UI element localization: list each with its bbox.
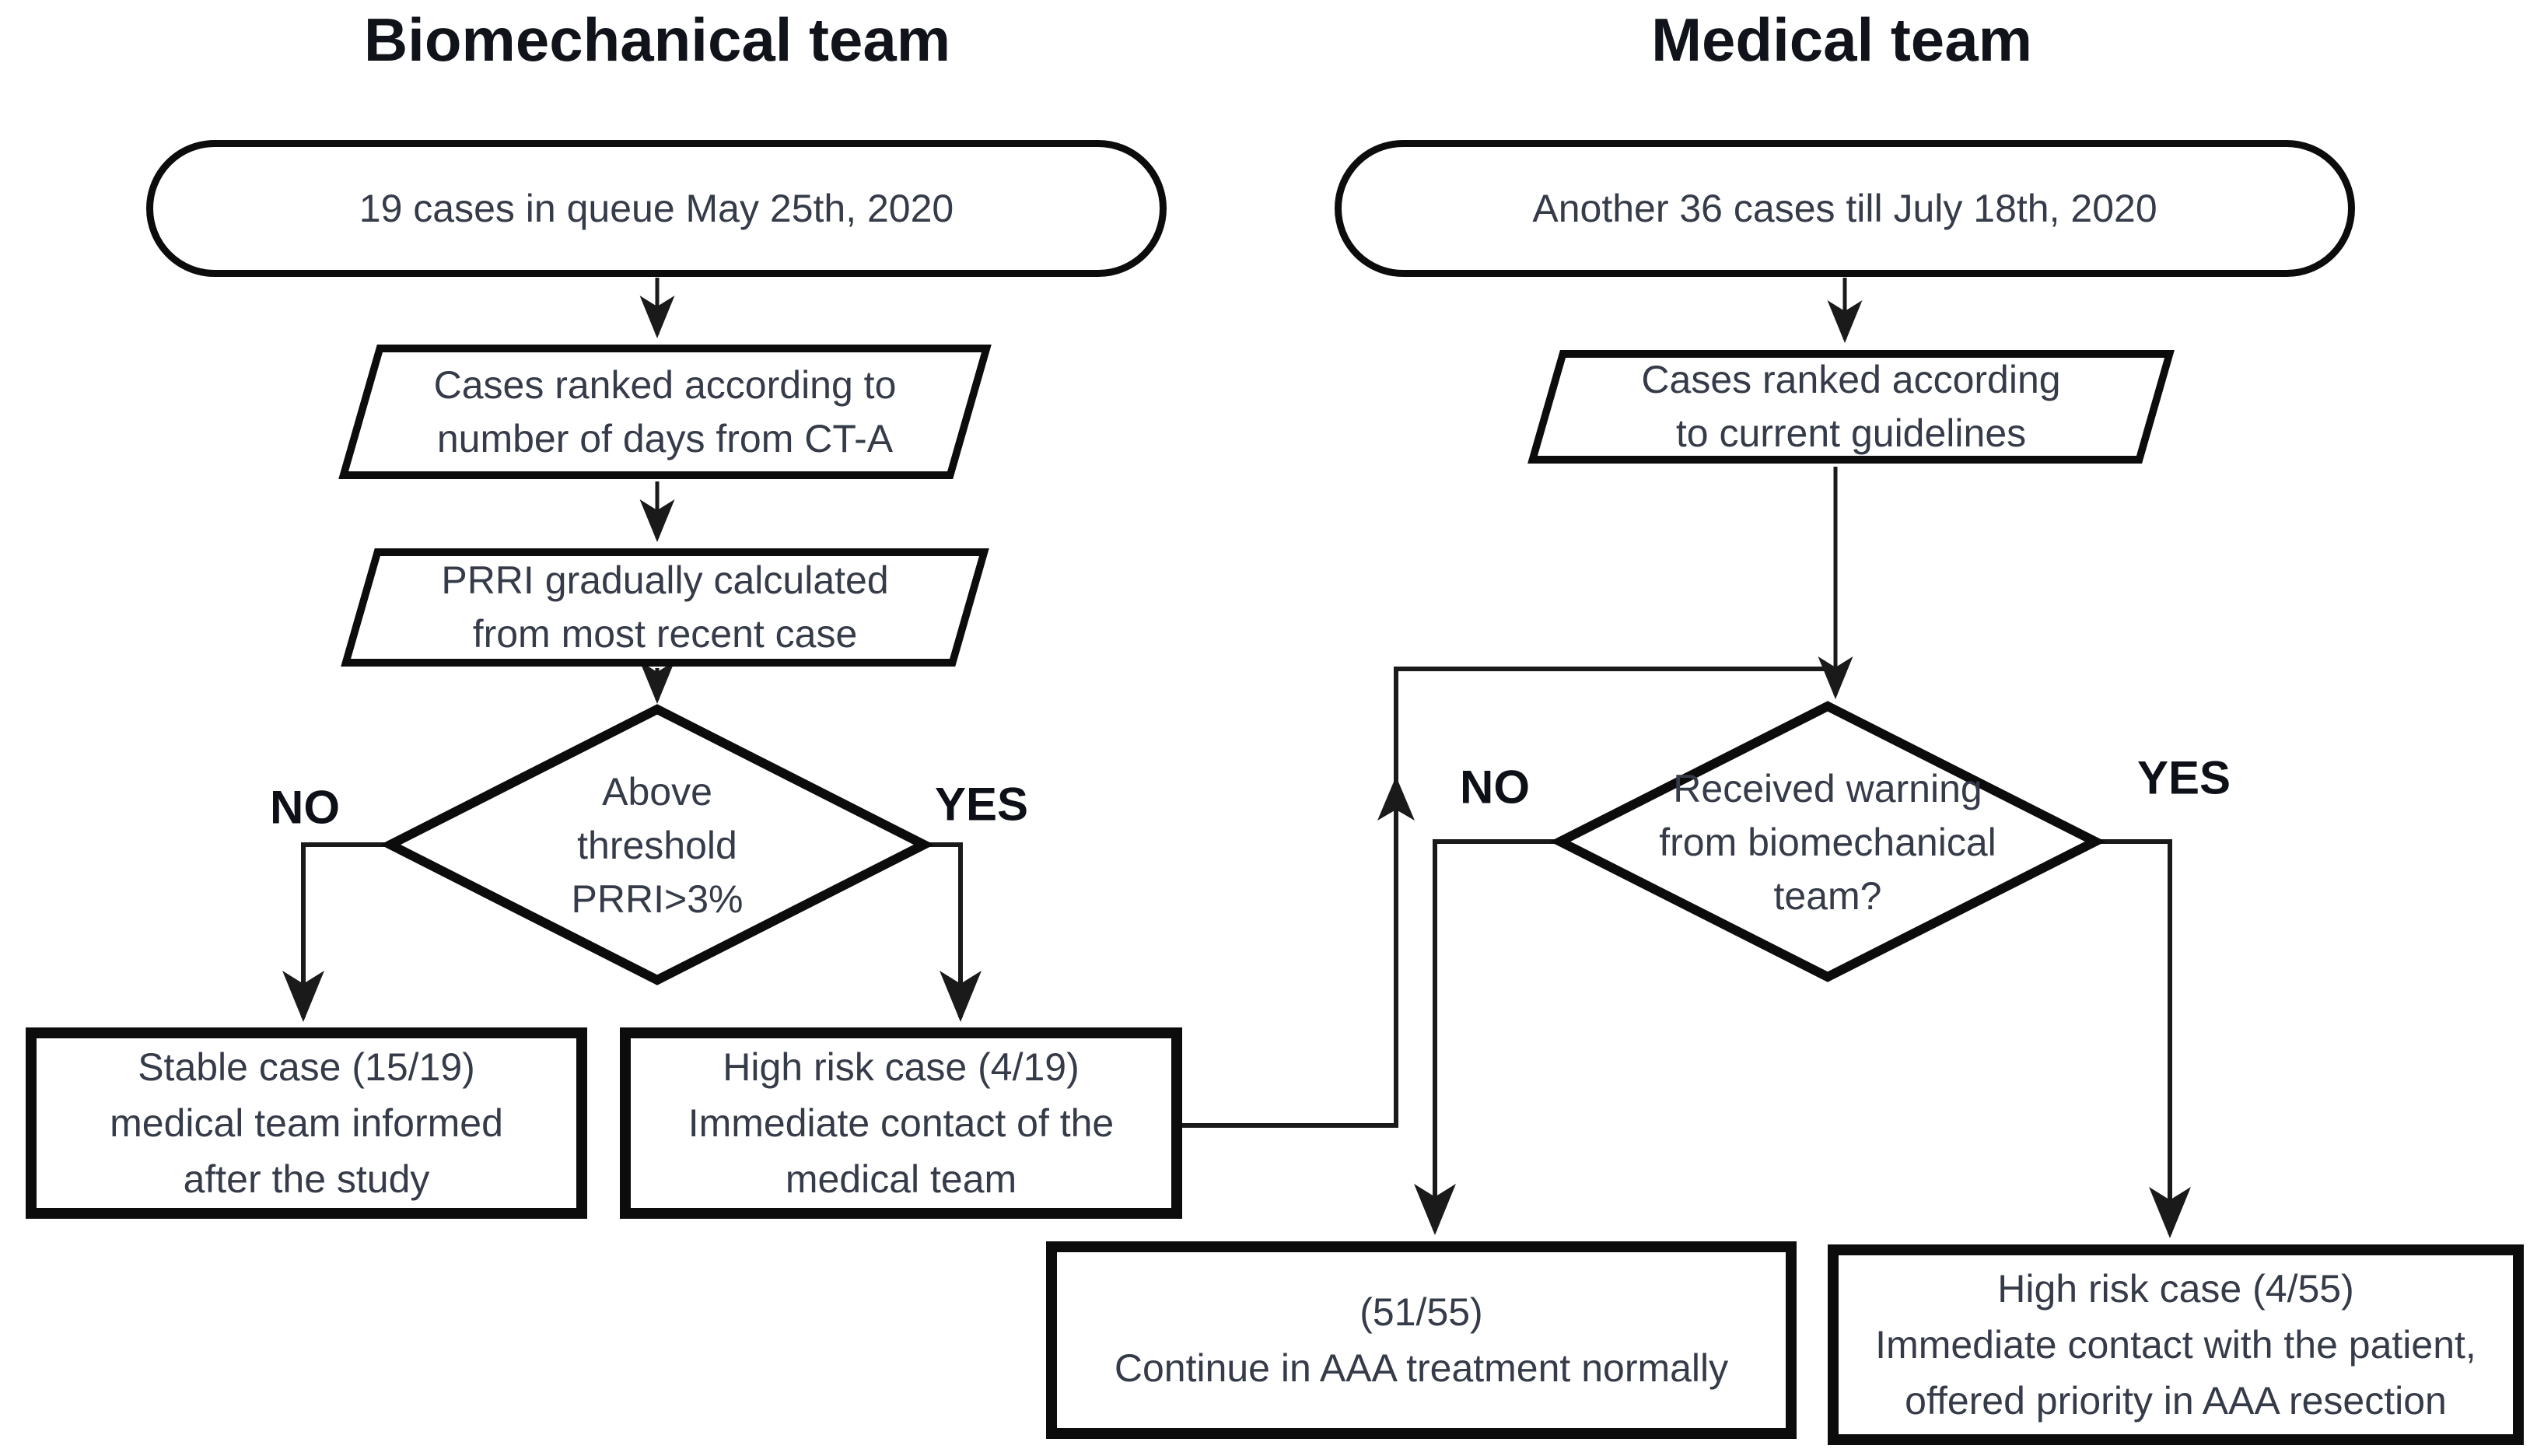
threshold-decision-text: Above threshold PRRI>3% [455, 765, 859, 926]
rank-parallelogram-biomech: Cases ranked according to number of days… [338, 345, 992, 479]
high-risk-55-box: High risk case (4/55) Immediate contact … [1828, 1244, 2524, 1445]
guidelines-parallelogram: Cases ranked according to current guidel… [1527, 350, 2175, 464]
prri-parallelogram: PRRI gradually calculated from most rece… [341, 548, 989, 667]
yes-branch-right [2092, 839, 2191, 1238]
warning-decision-diamond [1549, 701, 2106, 982]
stable-case-box: Stable case (15/19) medical team informe… [26, 1027, 587, 1219]
continue-treatment-box: (51/55) Continue in AAA treatment normal… [1046, 1241, 1797, 1439]
rank-biomech-line1: Cases ranked according to [433, 362, 897, 407]
stable-line3: after the study [183, 1157, 430, 1201]
highrisk19-line2: Immediate contact of the [688, 1101, 1115, 1145]
rank-biomech-line2: number of days from CT-A [436, 416, 894, 460]
biomech-team-title: Biomechanical team [363, 5, 951, 74]
yes-label-medical: YES [2136, 751, 2231, 804]
threshold-line1: Above [602, 770, 712, 814]
threshold-decision-diamond [380, 704, 935, 985]
highrisk55-line1: High risk case (4/55) [1997, 1267, 2354, 1311]
stable-line1: Stable case (15/19) [138, 1045, 475, 1089]
threshold-line2: threshold [577, 824, 737, 867]
warning-line1: Received warning [1673, 767, 1982, 810]
highrisk19-line3: medical team [785, 1157, 1017, 1201]
start-ellipse-biomech-text: 19 cases in queue May 25th, 2020 [359, 186, 954, 230]
prri-line1: PRRI gradually calculated [441, 558, 889, 602]
highrisk55-line2: Immediate contact with the patient, [1875, 1323, 2476, 1367]
no-label-medical: NO [1460, 761, 1530, 814]
warning-line2: from biomechanical [1659, 821, 1996, 864]
yes-label-biomech: YES [934, 778, 1029, 831]
no-branch-left [282, 842, 385, 1022]
continue-line1: (51/55) [1359, 1290, 1483, 1334]
feedback-highrisk-to-medical [1182, 667, 1834, 1128]
threshold-line3: PRRI>3% [571, 877, 744, 921]
warning-line3: team? [1773, 874, 1882, 918]
medical-team-title: Medical team [1651, 5, 2032, 74]
warning-decision-text: Received warning from biomechanical team… [1625, 762, 2030, 923]
continue-line2: Continue in AAA treatment normally [1114, 1346, 1729, 1390]
highrisk19-line1: High risk case (4/19) [723, 1045, 1080, 1089]
guidelines-line1: Cases ranked according [1641, 358, 2061, 401]
no-label-biomech: NO [270, 781, 340, 834]
stable-line2: medical team informed [110, 1101, 503, 1145]
highrisk55-line3: offered priority in AAA resection [1905, 1379, 2447, 1423]
yes-branch-left [921, 842, 982, 1022]
prri-line2: from most recent case [472, 612, 858, 656]
feedback-up-arrowhead [1377, 776, 1415, 821]
start-ellipse-medical-text: Another 36 cases till July 18th, 2020 [1532, 186, 2157, 230]
no-branch-right [1414, 839, 1563, 1235]
start-ellipse-biomech: 19 cases in queue May 25th, 2020 [146, 140, 1167, 277]
guidelines-line2: to current guidelines [1675, 411, 2027, 455]
start-ellipse-medical: Another 36 cases till July 18th, 2020 [1335, 140, 2355, 277]
high-risk-19-box: High risk case (4/19) Immediate contact … [620, 1027, 1182, 1219]
